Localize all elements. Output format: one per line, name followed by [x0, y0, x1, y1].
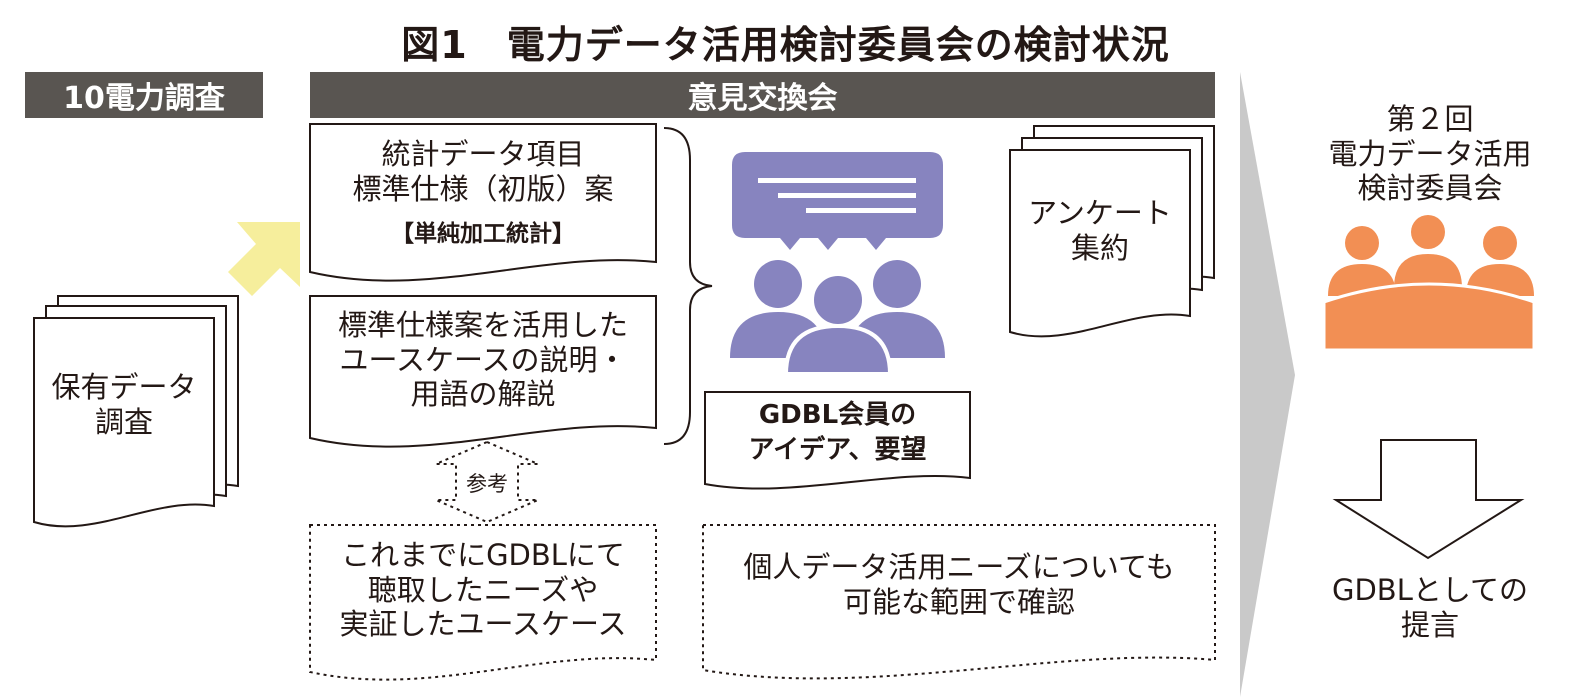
- transition-chevron: [1240, 72, 1295, 697]
- doc-personal-shape: [702, 524, 1216, 680]
- reference-double-arrow-icon: [435, 440, 539, 524]
- chat-bubble-icon: [732, 152, 943, 250]
- doc-previous-shape: [309, 524, 657, 681]
- doc-spec-sublabel: 【単純加工統計】: [391, 221, 575, 247]
- proposal-label: GDBLとしての 提言: [1332, 573, 1528, 642]
- doc-usecase-label: 標準仕様案を活用した ユースケースの説明・ 用語の解説: [337, 307, 628, 412]
- reference-label: 参考: [466, 472, 508, 496]
- doc-questionnaire-label: アンケート 集約: [1028, 196, 1172, 265]
- grouping-brace: [663, 127, 713, 445]
- doc-stack-survey: [33, 295, 239, 528]
- doc-members-label: GDBL会員の アイデア、要望: [748, 399, 927, 465]
- page-title: 図1 電力データ活用検討委員会の検討状況: [401, 22, 1170, 67]
- band-ten-utilities-survey: 10電力調査: [25, 72, 263, 118]
- doc-personal-label: 個人データ活用ニーズについても 可能な範囲で確認: [743, 550, 1175, 619]
- meeting-table-icon: [1322, 215, 1536, 352]
- doc-survey-label: 保有データ 調査: [51, 370, 197, 439]
- doc-spec-label: 統計データ項目 標準仕様（初版）案: [352, 137, 614, 206]
- doc-members-shape: [704, 391, 971, 490]
- next-meeting-label: 第２回 電力データ活用 検討委員会: [1328, 101, 1532, 206]
- down-arrow-icon: [1332, 439, 1525, 560]
- doc-previous-label: これまでにGDBLにて 聴取したニーズや 実証したユースケース: [339, 537, 627, 642]
- yellow-arrow-icon: [228, 222, 300, 296]
- doc-stack-questionnaire: [1009, 125, 1215, 338]
- people-group-icon: [730, 260, 945, 376]
- doc-spec-shape: [309, 123, 657, 282]
- doc-usecase-shape: [309, 295, 657, 448]
- band-opinion-exchange: 意見交換会: [310, 72, 1215, 118]
